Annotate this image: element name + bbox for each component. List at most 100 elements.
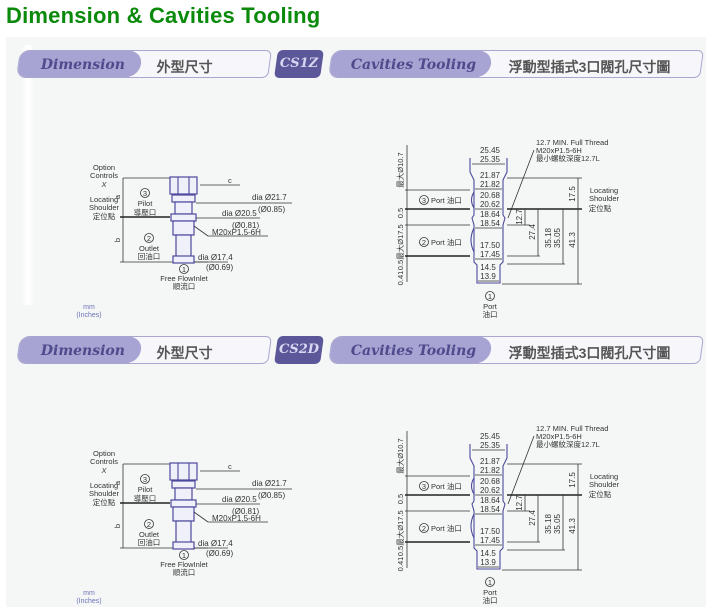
dim-a: a xyxy=(113,194,122,199)
port3-name-cn: 導壓口 xyxy=(134,207,157,217)
thread-note-1: 12.7 MIN. Full Thread xyxy=(536,424,608,433)
dimension-drawing: Option Controls X Locating Shoulder 定位點 … xyxy=(89,163,292,291)
cavity-outline xyxy=(469,158,508,284)
locating-shoulder-label-cn: 定位點 xyxy=(93,211,116,221)
dim-c: c xyxy=(228,462,232,471)
dia-20.62: 20.62 xyxy=(480,486,501,495)
dia-18.64: 18.64 xyxy=(480,496,501,505)
option-controls-label: Controls xyxy=(90,171,118,180)
valve-tip xyxy=(172,255,195,264)
port2-name-cn: 回油口 xyxy=(138,251,161,261)
thread-spec: M20xP1.5-6H xyxy=(212,514,261,523)
dia-14.5: 14.5 xyxy=(480,263,496,272)
port1-name: Free FlowInlet xyxy=(160,560,208,569)
left-dim-max-dia-1: 最大Ø10.7 xyxy=(395,438,405,473)
locating-shoulder-label: Shoulder xyxy=(89,203,120,212)
dia-20.68: 20.68 xyxy=(480,477,501,486)
port2-name: Outlet xyxy=(139,530,160,539)
dim-c: c xyxy=(228,176,232,185)
left-dim-0.5: 0.5 xyxy=(396,260,405,270)
dia-18.64: 18.64 xyxy=(480,210,501,219)
option-controls-label: Option xyxy=(93,449,115,458)
cavity-locating-shoulder: Shoulder xyxy=(589,194,620,203)
dia-3-inch: (Ø0.69) xyxy=(206,263,233,272)
cavity-port2-label: Port 油口 xyxy=(431,237,462,247)
depth-35.05: 35.05 xyxy=(553,513,562,534)
thread-note-cn: 最小螺紋深度12.7L xyxy=(536,153,600,163)
dia-18.54: 18.54 xyxy=(480,219,501,228)
cavity-locating-shoulder: Locating xyxy=(590,472,618,481)
dia-18.54: 18.54 xyxy=(480,505,501,514)
port3-name: Pilot xyxy=(138,485,154,494)
locating-shoulder-label: Locating xyxy=(90,481,118,490)
svg-text:3: 3 xyxy=(422,482,426,491)
units-note: mm (Inches) xyxy=(76,590,102,605)
left-dim-0.41: 0.41 xyxy=(396,557,405,572)
dia-21.87: 21.87 xyxy=(480,171,501,180)
cavity-locating-shoulder: Shoulder xyxy=(589,480,620,489)
dim-b: b xyxy=(113,238,122,242)
depth-35.05: 35.05 xyxy=(553,227,562,248)
dia-21.82: 21.82 xyxy=(480,466,501,475)
shoulder-17.5: 17.5 xyxy=(568,186,577,202)
depth-27.4: 27.4 xyxy=(528,510,537,526)
depth-35.18: 35.18 xyxy=(544,513,553,534)
depth-35.18: 35.18 xyxy=(544,227,553,248)
dia-3: dia Ø17.4 xyxy=(198,253,233,262)
dia-1: dia Ø21.7 xyxy=(252,193,287,202)
port2-name: Outlet xyxy=(139,244,160,253)
cavity-port1-name-cn: 油口 xyxy=(483,309,498,319)
port1-circle-icon xyxy=(179,550,189,560)
dia-25.45: 25.45 xyxy=(480,146,501,155)
units-note: mm (Inches) xyxy=(76,304,102,319)
svg-text:1: 1 xyxy=(488,292,492,301)
port3-name-cn: 導壓口 xyxy=(134,493,157,503)
port3-name: Pilot xyxy=(138,199,154,208)
decorative-edge xyxy=(22,45,34,305)
option-x-label: X xyxy=(100,180,107,189)
cavity-drawing: 最大Ø10.7 0.5 最大Ø17.5 0.5 0.41 3 Port 油口 2… xyxy=(395,424,620,605)
cavity-outline xyxy=(469,444,508,570)
port1-name-cn: 順流口 xyxy=(173,567,196,577)
depth-12.7: 12.7 xyxy=(515,495,524,511)
thread-note-cn: 最小螺紋深度12.7L xyxy=(536,439,600,449)
dia-25.35: 25.35 xyxy=(480,155,501,164)
cavity-port2-icon xyxy=(419,237,429,247)
dia-25.45: 25.45 xyxy=(480,432,501,441)
valve-hex-nut xyxy=(169,176,198,195)
dia-2-inch: (Ø0.81) xyxy=(232,221,259,230)
port2-circle-icon xyxy=(144,519,154,529)
dia-13.9: 13.9 xyxy=(480,558,496,567)
svg-text:3: 3 xyxy=(143,189,147,198)
dia-20.62: 20.62 xyxy=(480,200,501,209)
option-x-label: X xyxy=(100,466,107,475)
cavity-locating-shoulder: Locating xyxy=(590,186,618,195)
dimension-drawing: Option Controls X Locating Shoulder 定位點 … xyxy=(89,449,292,577)
dia-17.45: 17.45 xyxy=(480,536,501,545)
dia-21.87: 21.87 xyxy=(480,457,501,466)
cavity-port3-icon xyxy=(419,195,429,205)
valve-hex-nut xyxy=(169,462,198,481)
svg-text:3: 3 xyxy=(143,475,147,484)
cavity-port2-label: Port 油口 xyxy=(431,523,462,533)
option-controls-label: Controls xyxy=(90,457,118,466)
port2-circle-icon xyxy=(144,233,154,243)
port3-circle-icon xyxy=(140,188,150,198)
dia-2: dia Ø20.5 xyxy=(222,495,257,504)
svg-text:2: 2 xyxy=(147,234,151,243)
dia-17.45: 17.45 xyxy=(480,250,501,259)
port2-name-cn: 回油口 xyxy=(138,537,161,547)
left-dim-0.5: 0.5 xyxy=(396,494,405,504)
cavity-port3-label: Port 油口 xyxy=(431,481,462,491)
option-controls-label: Option xyxy=(93,163,115,172)
page-title: Dimension & Cavities Tooling xyxy=(6,3,321,28)
dia-14.5: 14.5 xyxy=(480,549,496,558)
dia-25.35: 25.35 xyxy=(480,441,501,450)
port1-circle-icon xyxy=(179,264,189,274)
cavity-port1-icon xyxy=(485,577,495,587)
svg-text:2: 2 xyxy=(422,524,426,533)
dia-3: dia Ø17.4 xyxy=(198,539,233,548)
dia-1: dia Ø21.7 xyxy=(252,479,287,488)
cavity-locating-shoulder-cn: 定位點 xyxy=(589,203,612,213)
locating-shoulder-label-cn: 定位點 xyxy=(93,497,116,507)
